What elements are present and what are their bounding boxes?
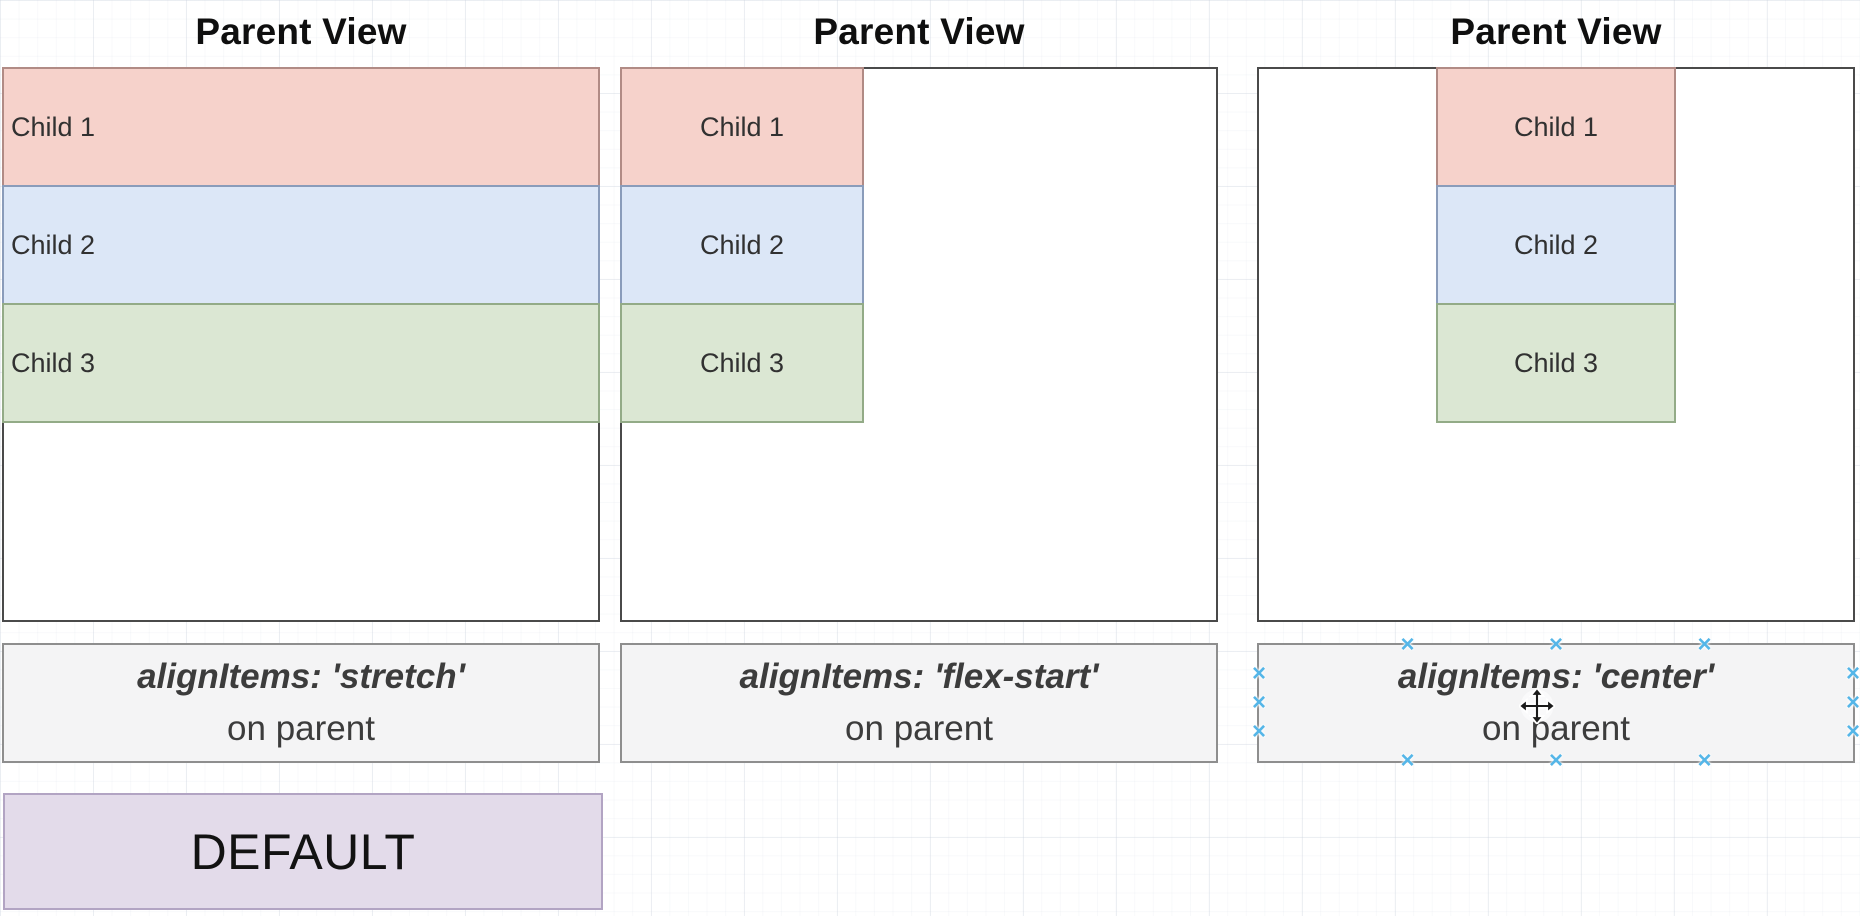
child-label: Child 1 (11, 111, 96, 142)
child-label: Child 2 (699, 229, 785, 260)
connection-point-icon[interactable]: × (1845, 660, 1860, 687)
child-box-1[interactable]: Child 1 (1436, 67, 1676, 187)
connection-point-icon[interactable]: × (1548, 747, 1564, 774)
connection-point-icon[interactable]: × (1400, 747, 1415, 774)
child-box-3[interactable]: Child 3 (1436, 303, 1676, 423)
caption-box-flex-start[interactable]: alignItems: 'flex-start' on parent (620, 643, 1218, 763)
connection-point-icon[interactable]: × (1697, 631, 1712, 658)
caption-box-stretch[interactable]: alignItems: 'stretch' on parent (2, 643, 600, 763)
caption-code-text: alignItems: 'center' (1397, 657, 1715, 696)
caption-sub-text: on parent (227, 709, 375, 748)
child-box-2[interactable]: Child 2 (620, 185, 864, 305)
caption-sub-text: on parent (845, 709, 993, 748)
child-label: Child 1 (699, 111, 785, 142)
default-badge-label: DEFAULT (190, 823, 416, 880)
parent-view-box[interactable]: Child 1 Child 2 Child 3 (2, 67, 600, 622)
parent-view-box[interactable]: Child 1 Child 2 Child 3 (1257, 67, 1855, 622)
caption-box-center[interactable]: alignItems: 'center' on parent × × × × ×… (1252, 633, 1860, 773)
child-label: Child 1 (1513, 111, 1599, 142)
panel-title[interactable]: Parent View (195, 11, 407, 52)
connection-point-icon[interactable]: × (1548, 631, 1564, 658)
connection-point-icon[interactable]: × (1697, 747, 1712, 774)
connection-point-icon[interactable]: × (1845, 718, 1860, 745)
child-label: Child 2 (1513, 229, 1599, 260)
child-box-2[interactable]: Child 2 (1436, 185, 1676, 305)
panel-title[interactable]: Parent View (1450, 11, 1662, 52)
child-label: Child 2 (11, 229, 96, 260)
parent-view-box[interactable]: Child 1 Child 2 Child 3 (620, 67, 1218, 622)
child-box-3[interactable]: Child 3 (620, 303, 864, 423)
default-badge[interactable]: DEFAULT (3, 793, 603, 910)
caption-code-text: alignItems: 'flex-start' (739, 657, 1099, 696)
panel-title[interactable]: Parent View (813, 11, 1025, 52)
child-box-2[interactable]: Child 2 (2, 185, 600, 305)
connection-point-icon[interactable]: × (1251, 718, 1267, 745)
child-box-1[interactable]: Child 1 (2, 67, 600, 187)
child-label: Child 3 (699, 347, 785, 378)
connection-point-icon[interactable]: × (1400, 631, 1415, 658)
child-label: Child 3 (11, 347, 96, 378)
connection-point-icon[interactable]: × (1845, 689, 1860, 716)
child-box-1[interactable]: Child 1 (620, 67, 864, 187)
child-label: Child 3 (1513, 347, 1599, 378)
connection-point-icon[interactable]: × (1251, 689, 1267, 716)
child-box-3[interactable]: Child 3 (2, 303, 600, 423)
caption-code-text: alignItems: 'stretch' (137, 657, 465, 696)
caption-sub-text: on parent (1482, 709, 1630, 748)
connection-point-icon[interactable]: × (1251, 660, 1267, 687)
